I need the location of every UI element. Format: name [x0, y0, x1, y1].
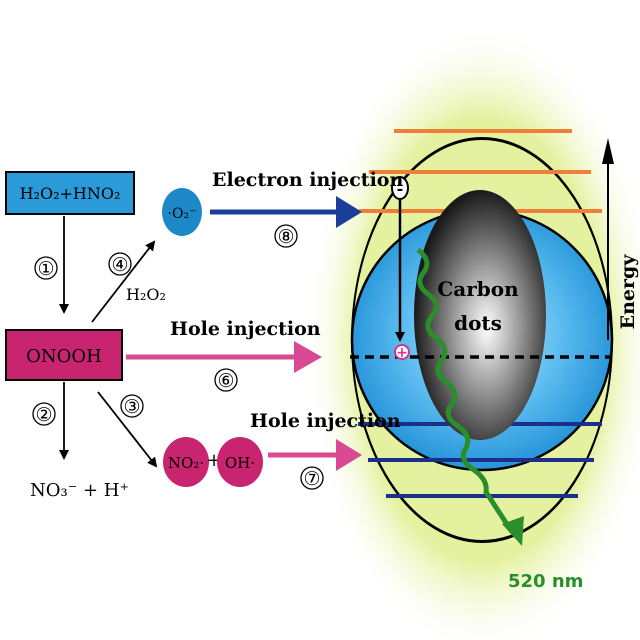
- emission-wavelength: 520 nm: [508, 571, 583, 592]
- hole-injection-label-2: Hole injection: [250, 410, 401, 432]
- step-7-label: ⑦: [303, 468, 320, 490]
- emission-wave: [416, 247, 515, 534]
- step-8-marker: [274, 224, 298, 248]
- nanoparticle-sphere-outline: [351, 136, 613, 544]
- step-3-marker: [120, 394, 144, 418]
- no2-label: NO₂·: [168, 454, 204, 472]
- electron-sign: -: [397, 179, 404, 198]
- onooh-box: [5, 329, 123, 381]
- step-6-marker: [214, 368, 238, 392]
- step-1-marker: [34, 256, 58, 280]
- step-7-marker: [300, 466, 324, 490]
- step-4-label: ④: [111, 254, 128, 276]
- electron-marker: [391, 176, 409, 200]
- superoxide-species: [162, 188, 202, 236]
- step-1-label: ①: [37, 258, 54, 280]
- hole-injection-label-1: Hole injection: [170, 318, 321, 340]
- energy-axis-arrowhead: [602, 138, 614, 164]
- carbon-dots-label-line2: dots: [454, 311, 502, 335]
- electron-injection-arrowhead: [336, 196, 362, 228]
- step-4-marker: [108, 252, 132, 276]
- oh-species: [217, 437, 263, 487]
- step-3-label: ③: [123, 396, 140, 418]
- hole-injection-arrowhead-7: [336, 439, 362, 471]
- step-2-marker: [32, 402, 56, 426]
- electron-injection-label: Electron injection: [212, 169, 403, 191]
- no2-species: [163, 437, 209, 487]
- oh-label: OH·: [225, 454, 255, 472]
- h2o2-label: H₂O₂: [126, 285, 166, 304]
- step-2-label: ②: [35, 404, 52, 426]
- energy-axis-label: Energy: [617, 254, 639, 330]
- step-8-label: ⑧: [277, 226, 294, 248]
- onooh-label: ONOOH: [26, 346, 102, 367]
- electron-relaxation: - +: [391, 176, 410, 361]
- step-6-label: ⑥: [217, 370, 234, 392]
- step-3-arrow: [97, 391, 158, 468]
- hole-sign: +: [396, 345, 408, 361]
- hole-marker: [394, 344, 410, 360]
- products-label: NO₃⁻ + H⁺: [30, 480, 129, 501]
- hole-injection-arrowhead-6: [294, 341, 322, 373]
- step-4-arrow: [91, 240, 156, 323]
- reactants-box: [5, 171, 135, 215]
- carbon-dots-label-line1: Carbon: [437, 277, 519, 301]
- reactants-label: H₂O₂+HNO₂: [20, 184, 121, 203]
- emission-arrowhead: [502, 516, 524, 546]
- carbon-dot-core: [414, 190, 546, 440]
- superoxide-label: ·O₂⁻: [168, 206, 197, 222]
